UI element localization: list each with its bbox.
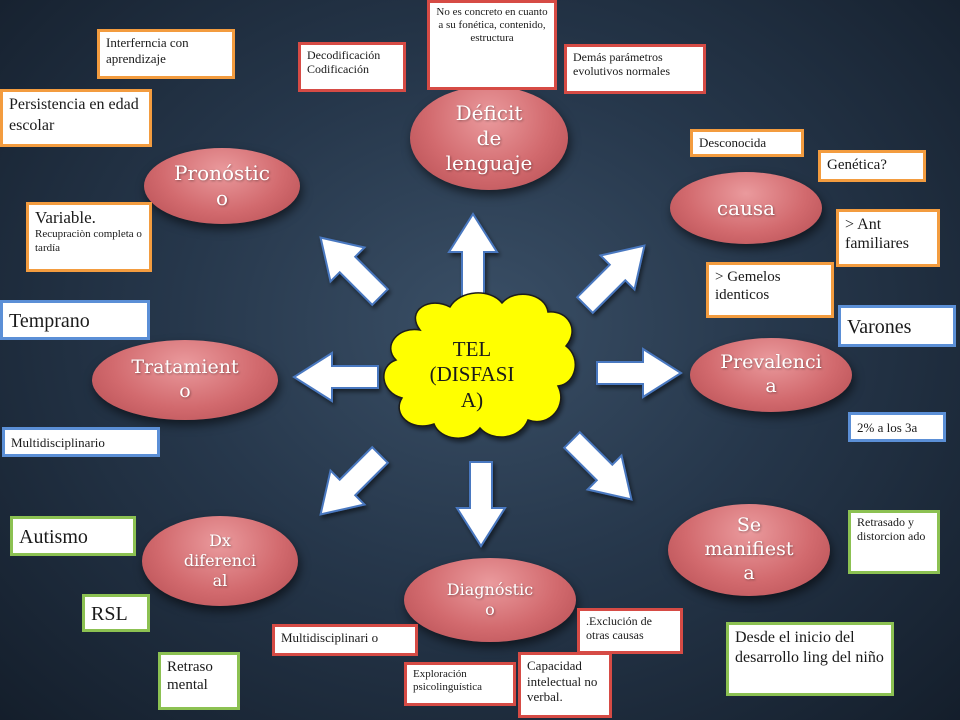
box-decodificacion: Decodificación Codificación [298, 42, 406, 92]
node-diagnostico: Diagnóstic o [404, 558, 576, 642]
arrow-up-right [575, 244, 646, 315]
node-diagnostico-label: Diagnóstic o [446, 580, 534, 619]
box-autismo: Autismo [10, 516, 136, 556]
arrow-up-left [319, 236, 390, 307]
node-deficit-lenguaje: Déficit de lenguaje [410, 86, 568, 190]
node-causa-label: causa [716, 195, 776, 220]
box-retrasado: Retrasado y distorcion ado [848, 510, 940, 574]
box-interferencia: Interferncia con aprendizaje [97, 29, 235, 79]
box-genetica: Genética? [818, 150, 926, 182]
node-se-manifiesta: Se manifiest a [668, 504, 830, 596]
arrow-down-right [562, 430, 633, 501]
node-se-manifiesta-label: Se manifiest a [704, 514, 794, 584]
arrow-right [596, 347, 683, 399]
box-ant-familiares: > Ant familiares [836, 209, 940, 267]
node-pronostico: Pronóstic o [144, 148, 300, 224]
center-cloud [383, 292, 576, 439]
center-label: TEL (DISFASI A) [429, 337, 515, 412]
box-retraso-mental: Retraso mental [158, 652, 240, 710]
arrow-down [455, 461, 507, 548]
box-variable: Variable. Recupraciòn completa o tardía [26, 202, 152, 272]
box-gemelos: > Gemelos identicos [706, 262, 834, 318]
box-variable-detail: Recupraciòn completa o tardía [35, 228, 142, 254]
box-variable-title: Variable. [35, 208, 96, 227]
node-deficit-label: Déficit de lenguaje [445, 100, 533, 175]
box-dos-porciento: 2% a los 3a [848, 412, 946, 442]
box-rsl: RSL [82, 594, 150, 632]
node-dx-diferencial-label: Dx diferenci al [183, 531, 257, 590]
box-desde-inicio: Desde el inicio del desarrollo ling del … [726, 622, 894, 696]
arrow-left [292, 351, 379, 403]
box-multidisciplinario-tratamiento: Multidisciplinario [2, 427, 160, 457]
node-prevalencia: Prevalenci a [690, 338, 852, 412]
box-desconocida: Desconocida [690, 129, 804, 157]
box-exploracion: Exploración psicolinguística [404, 662, 516, 706]
node-dx-diferencial: Dx diferenci al [142, 516, 298, 606]
arrow-up [447, 212, 499, 299]
box-temprano: Temprano [0, 300, 150, 340]
box-varones: Varones [838, 305, 956, 347]
arrow-down-left [319, 445, 390, 516]
box-capacidad: Capacidad intelectual no verbal. [518, 652, 612, 718]
box-no-concreto: No es concreto en cuanto a su fonética, … [427, 0, 557, 90]
box-exclusion: .Exclución de otras causas [577, 608, 683, 654]
node-tratamiento: Tratamient o [92, 340, 278, 420]
box-multidisciplinario-diagnostico: Multidisciplinari o [272, 624, 418, 656]
node-pronostico-label: Pronóstic o [174, 161, 270, 210]
box-demas-parametros: Demás parámetros evolutivos normales [564, 44, 706, 94]
box-persistencia: Persistencia en edad escolar [0, 89, 152, 147]
node-prevalencia-label: Prevalenci a [720, 351, 822, 397]
node-tratamiento-label: Tratamient o [131, 356, 239, 402]
node-causa: causa [670, 172, 822, 244]
